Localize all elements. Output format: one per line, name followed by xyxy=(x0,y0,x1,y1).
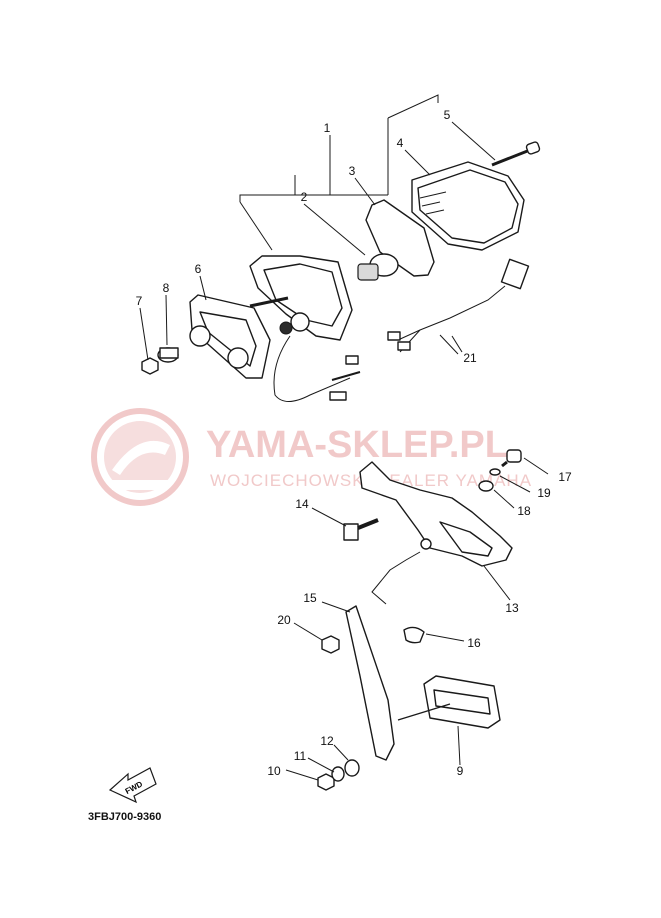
callout-1: 1 xyxy=(324,121,331,135)
part-collar-8 xyxy=(157,347,179,363)
part-bolt-14 xyxy=(343,518,379,541)
callout-5: 5 xyxy=(444,108,451,122)
callout-9: 9 xyxy=(457,764,464,778)
callout-21: 21 xyxy=(463,351,477,365)
watermark: YAMA-SKLEP.PL WOJCIECHOWSKI DEALER YAMAH… xyxy=(91,408,531,506)
callout-13: 13 xyxy=(505,601,519,615)
callout-4: 4 xyxy=(397,136,404,150)
part-reflector-9 xyxy=(397,675,501,729)
part-housing-1 xyxy=(249,255,361,402)
part-screw-5 xyxy=(491,141,541,167)
callout-20: 20 xyxy=(277,613,291,627)
part-nut-7 xyxy=(141,357,159,375)
callout-19: 18 xyxy=(517,504,531,518)
part-washer-11 xyxy=(331,766,345,782)
callout-6: 6 xyxy=(195,262,202,276)
part-washer-12 xyxy=(344,759,360,777)
part-nut-20 xyxy=(321,635,340,654)
part-plate-15 xyxy=(345,551,421,761)
callout-10: 10 xyxy=(267,764,281,778)
part-bulb-2 xyxy=(357,253,399,281)
callout-17: 17 xyxy=(558,470,572,484)
assembly-bracket xyxy=(239,94,439,251)
callout-18: 19 xyxy=(537,486,551,500)
part-washer-19 xyxy=(489,468,501,476)
watermark-title: YAMA-SKLEP.PL xyxy=(206,424,508,466)
part-mount-6 xyxy=(189,294,271,379)
part-lens-4 xyxy=(411,161,525,251)
callout-3: 3 xyxy=(349,164,356,178)
part-harness-21 xyxy=(387,258,530,353)
part-gasket-3 xyxy=(365,199,435,277)
part-nut-10 xyxy=(317,773,335,791)
diagram-code: 3FBJ700-9360 xyxy=(88,811,161,823)
callout-15: 15 xyxy=(303,591,317,605)
watermark-logo-icon xyxy=(91,408,189,506)
part-washer-18 xyxy=(478,480,494,492)
callout-2: 2 xyxy=(301,190,308,204)
part-bracket-13 xyxy=(359,461,513,567)
callout-11: 11 xyxy=(294,749,307,763)
fwd-arrow: FWD xyxy=(108,767,157,804)
callout-14: 14 xyxy=(295,497,309,511)
callouts: 1 2 3 4 5 6 7 8 9 10 11 12 13 14 15 16 1… xyxy=(136,108,572,778)
leader-lines xyxy=(139,121,549,781)
callout-12: 12 xyxy=(320,734,334,748)
part-grommet-16 xyxy=(403,626,425,644)
part-bolt-17 xyxy=(501,449,522,468)
callout-8: 8 xyxy=(163,281,170,295)
callout-7: 7 xyxy=(136,294,143,308)
callout-16: 16 xyxy=(467,636,481,650)
